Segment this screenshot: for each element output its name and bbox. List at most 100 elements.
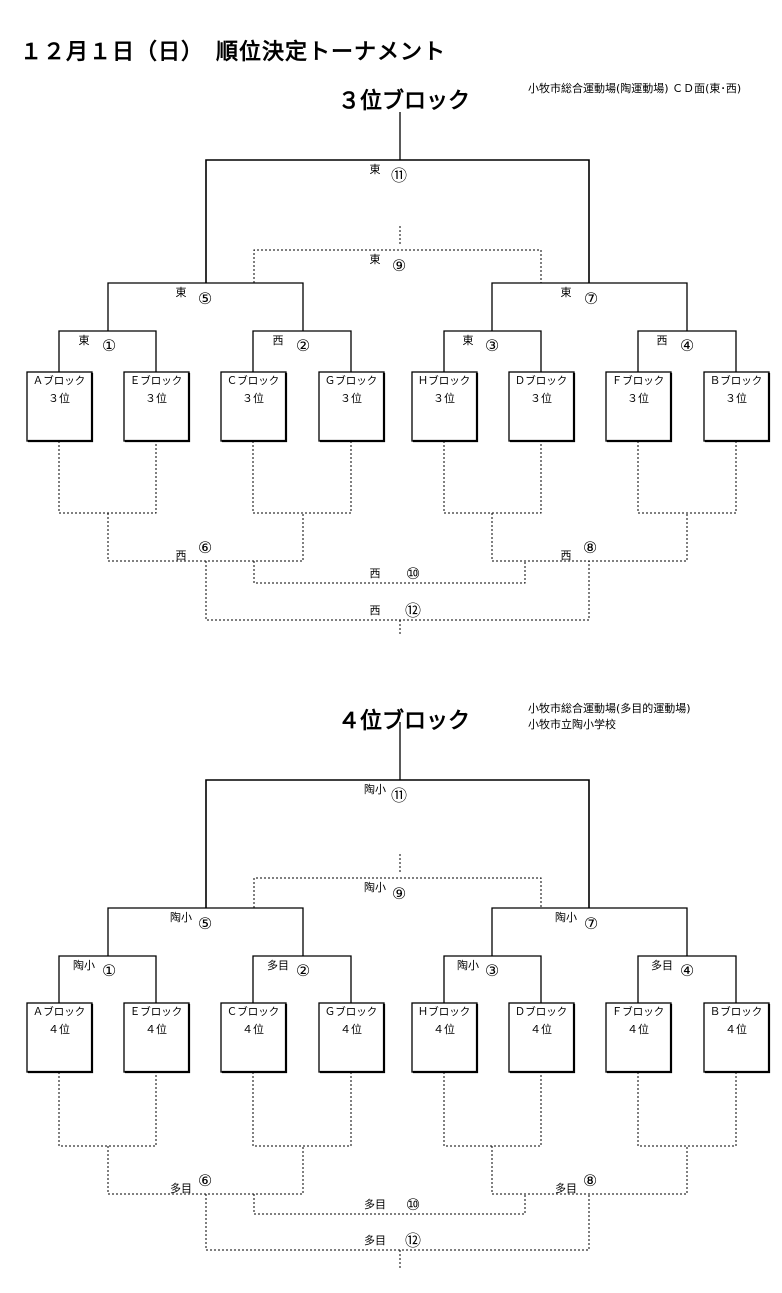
match-9-line <box>253 877 542 908</box>
match-number: ③ <box>485 961 499 980</box>
lower-pair-1-line <box>58 1072 157 1147</box>
match-venue: 陶小 <box>170 910 192 924</box>
team-box-shadow <box>320 1004 386 1074</box>
match-number: ② <box>296 961 310 980</box>
match-venue: 多目 <box>364 1233 386 1247</box>
team-rank: ４位 <box>48 1022 70 1036</box>
match-venue: 西 <box>561 549 572 562</box>
match-venue: 西 <box>370 604 381 617</box>
match-10-line <box>253 561 526 584</box>
match-number: ③ <box>485 336 499 355</box>
venue-line: 小牧市立陶小学校 <box>528 718 616 731</box>
match-11-line <box>205 779 590 908</box>
lower-pair-3-line <box>443 441 542 514</box>
team-name: Ｃブロック <box>227 1005 280 1018</box>
team-box <box>703 371 770 442</box>
match-5-line <box>107 282 304 331</box>
match-7-line <box>491 907 688 956</box>
match-number: ⑦ <box>584 914 598 933</box>
match-number: ⑧ <box>583 1171 597 1190</box>
match-venue: 西 <box>370 567 381 580</box>
team-rank: ３位 <box>340 391 362 405</box>
match-10-line <box>253 1194 526 1215</box>
team-name: Ｃブロック <box>227 374 280 387</box>
match-venue: 多目 <box>170 1181 192 1195</box>
match-venue: 西 <box>273 334 284 347</box>
team-box <box>605 1002 672 1073</box>
lower-pair-4-line <box>637 1072 737 1147</box>
team-box <box>411 371 478 442</box>
team-box-shadow <box>607 373 673 443</box>
team-box-shadow <box>413 373 479 443</box>
match-venue: 東 <box>79 334 90 347</box>
match-number: ⑨ <box>392 884 406 903</box>
team-box-shadow <box>222 373 288 443</box>
team-box-shadow <box>510 373 576 443</box>
match-number: ⑩ <box>406 564 420 583</box>
match-venue: 西 <box>657 334 668 347</box>
bracket-3rd-block: Ａブロック３位Ｅブロック３位Ｃブロック３位Ｇブロック３位Ｈブロック３位Ｄブロック… <box>26 112 771 635</box>
team-rank: ３位 <box>530 391 552 405</box>
team-name: Ｅブロック <box>130 1005 183 1018</box>
match-4-line <box>637 955 737 1003</box>
team-box-shadow <box>28 1004 94 1074</box>
team-name: Ｄブロック <box>515 374 568 387</box>
lower-pair-3-line <box>443 1072 542 1147</box>
team-box <box>26 371 93 442</box>
team-box <box>220 371 287 442</box>
team-rank: ４位 <box>627 1022 649 1036</box>
team-name: Ｈブロック <box>418 1005 471 1018</box>
page-title: １２月１日（日） 順位決定トーナメント <box>20 40 447 65</box>
match-venue: 陶小 <box>555 910 577 924</box>
team-name: Ｈブロック <box>418 374 471 387</box>
match-number: ① <box>102 961 116 980</box>
match-number: ⑤ <box>198 289 212 308</box>
match-venue: 多目 <box>364 1197 386 1211</box>
venue-line: 小牧市総合運動場(陶運動場) ＣＤ面(東･西) <box>528 82 742 95</box>
team-name: Ｆブロック <box>612 374 665 387</box>
match-number: ⑥ <box>198 1171 212 1190</box>
team-box <box>318 1002 385 1073</box>
match-1-line <box>58 955 157 1003</box>
block-title-4th: ４位ブロック <box>338 709 471 734</box>
match-venue: 多目 <box>651 958 673 972</box>
venue-info-3rd: 小牧市総合運動場(陶運動場) ＣＤ面(東･西) <box>528 81 741 97</box>
team-rank: ３位 <box>145 391 167 405</box>
team-box <box>123 1002 190 1073</box>
match-number: ⑧ <box>583 538 597 557</box>
team-box-shadow <box>320 373 386 443</box>
match-number: ② <box>296 336 310 355</box>
team-rank: ３位 <box>48 391 70 405</box>
match-8-line <box>491 1146 688 1195</box>
team-name: Ｅブロック <box>130 374 183 387</box>
lower-pair-2-line <box>252 441 352 514</box>
team-box <box>220 1002 287 1073</box>
match-4-line <box>637 330 737 372</box>
match-number: ⑪ <box>391 166 407 185</box>
match-12-line <box>205 1194 590 1251</box>
match-2-line <box>252 955 352 1003</box>
match-number: ⑫ <box>405 601 421 620</box>
team-rank: ４位 <box>242 1022 264 1036</box>
team-rank: ３位 <box>627 391 649 405</box>
block-title-3rd: ３位ブロック <box>338 89 471 114</box>
team-name: Ａブロック <box>33 374 86 387</box>
match-number: ④ <box>680 336 694 355</box>
team-rank: ４位 <box>725 1022 747 1036</box>
team-box-shadow <box>705 373 771 443</box>
match-venue: 陶小 <box>73 958 95 972</box>
match-3-line <box>443 330 542 372</box>
match-number: ⑪ <box>391 786 407 805</box>
team-box-shadow <box>510 1004 576 1074</box>
team-name: Ｇブロック <box>325 1005 378 1018</box>
match-number: ⑦ <box>584 289 598 308</box>
team-rank: ３位 <box>725 391 747 405</box>
team-name: Ｂブロック <box>710 374 763 387</box>
match-number: ① <box>102 336 116 355</box>
match-venue: 多目 <box>267 958 289 972</box>
lower-pair-4-line <box>637 441 737 514</box>
match-venue: 陶小 <box>364 880 386 894</box>
match-venue: 東 <box>370 163 381 176</box>
match-venue: 東 <box>463 334 474 347</box>
team-box-shadow <box>413 1004 479 1074</box>
